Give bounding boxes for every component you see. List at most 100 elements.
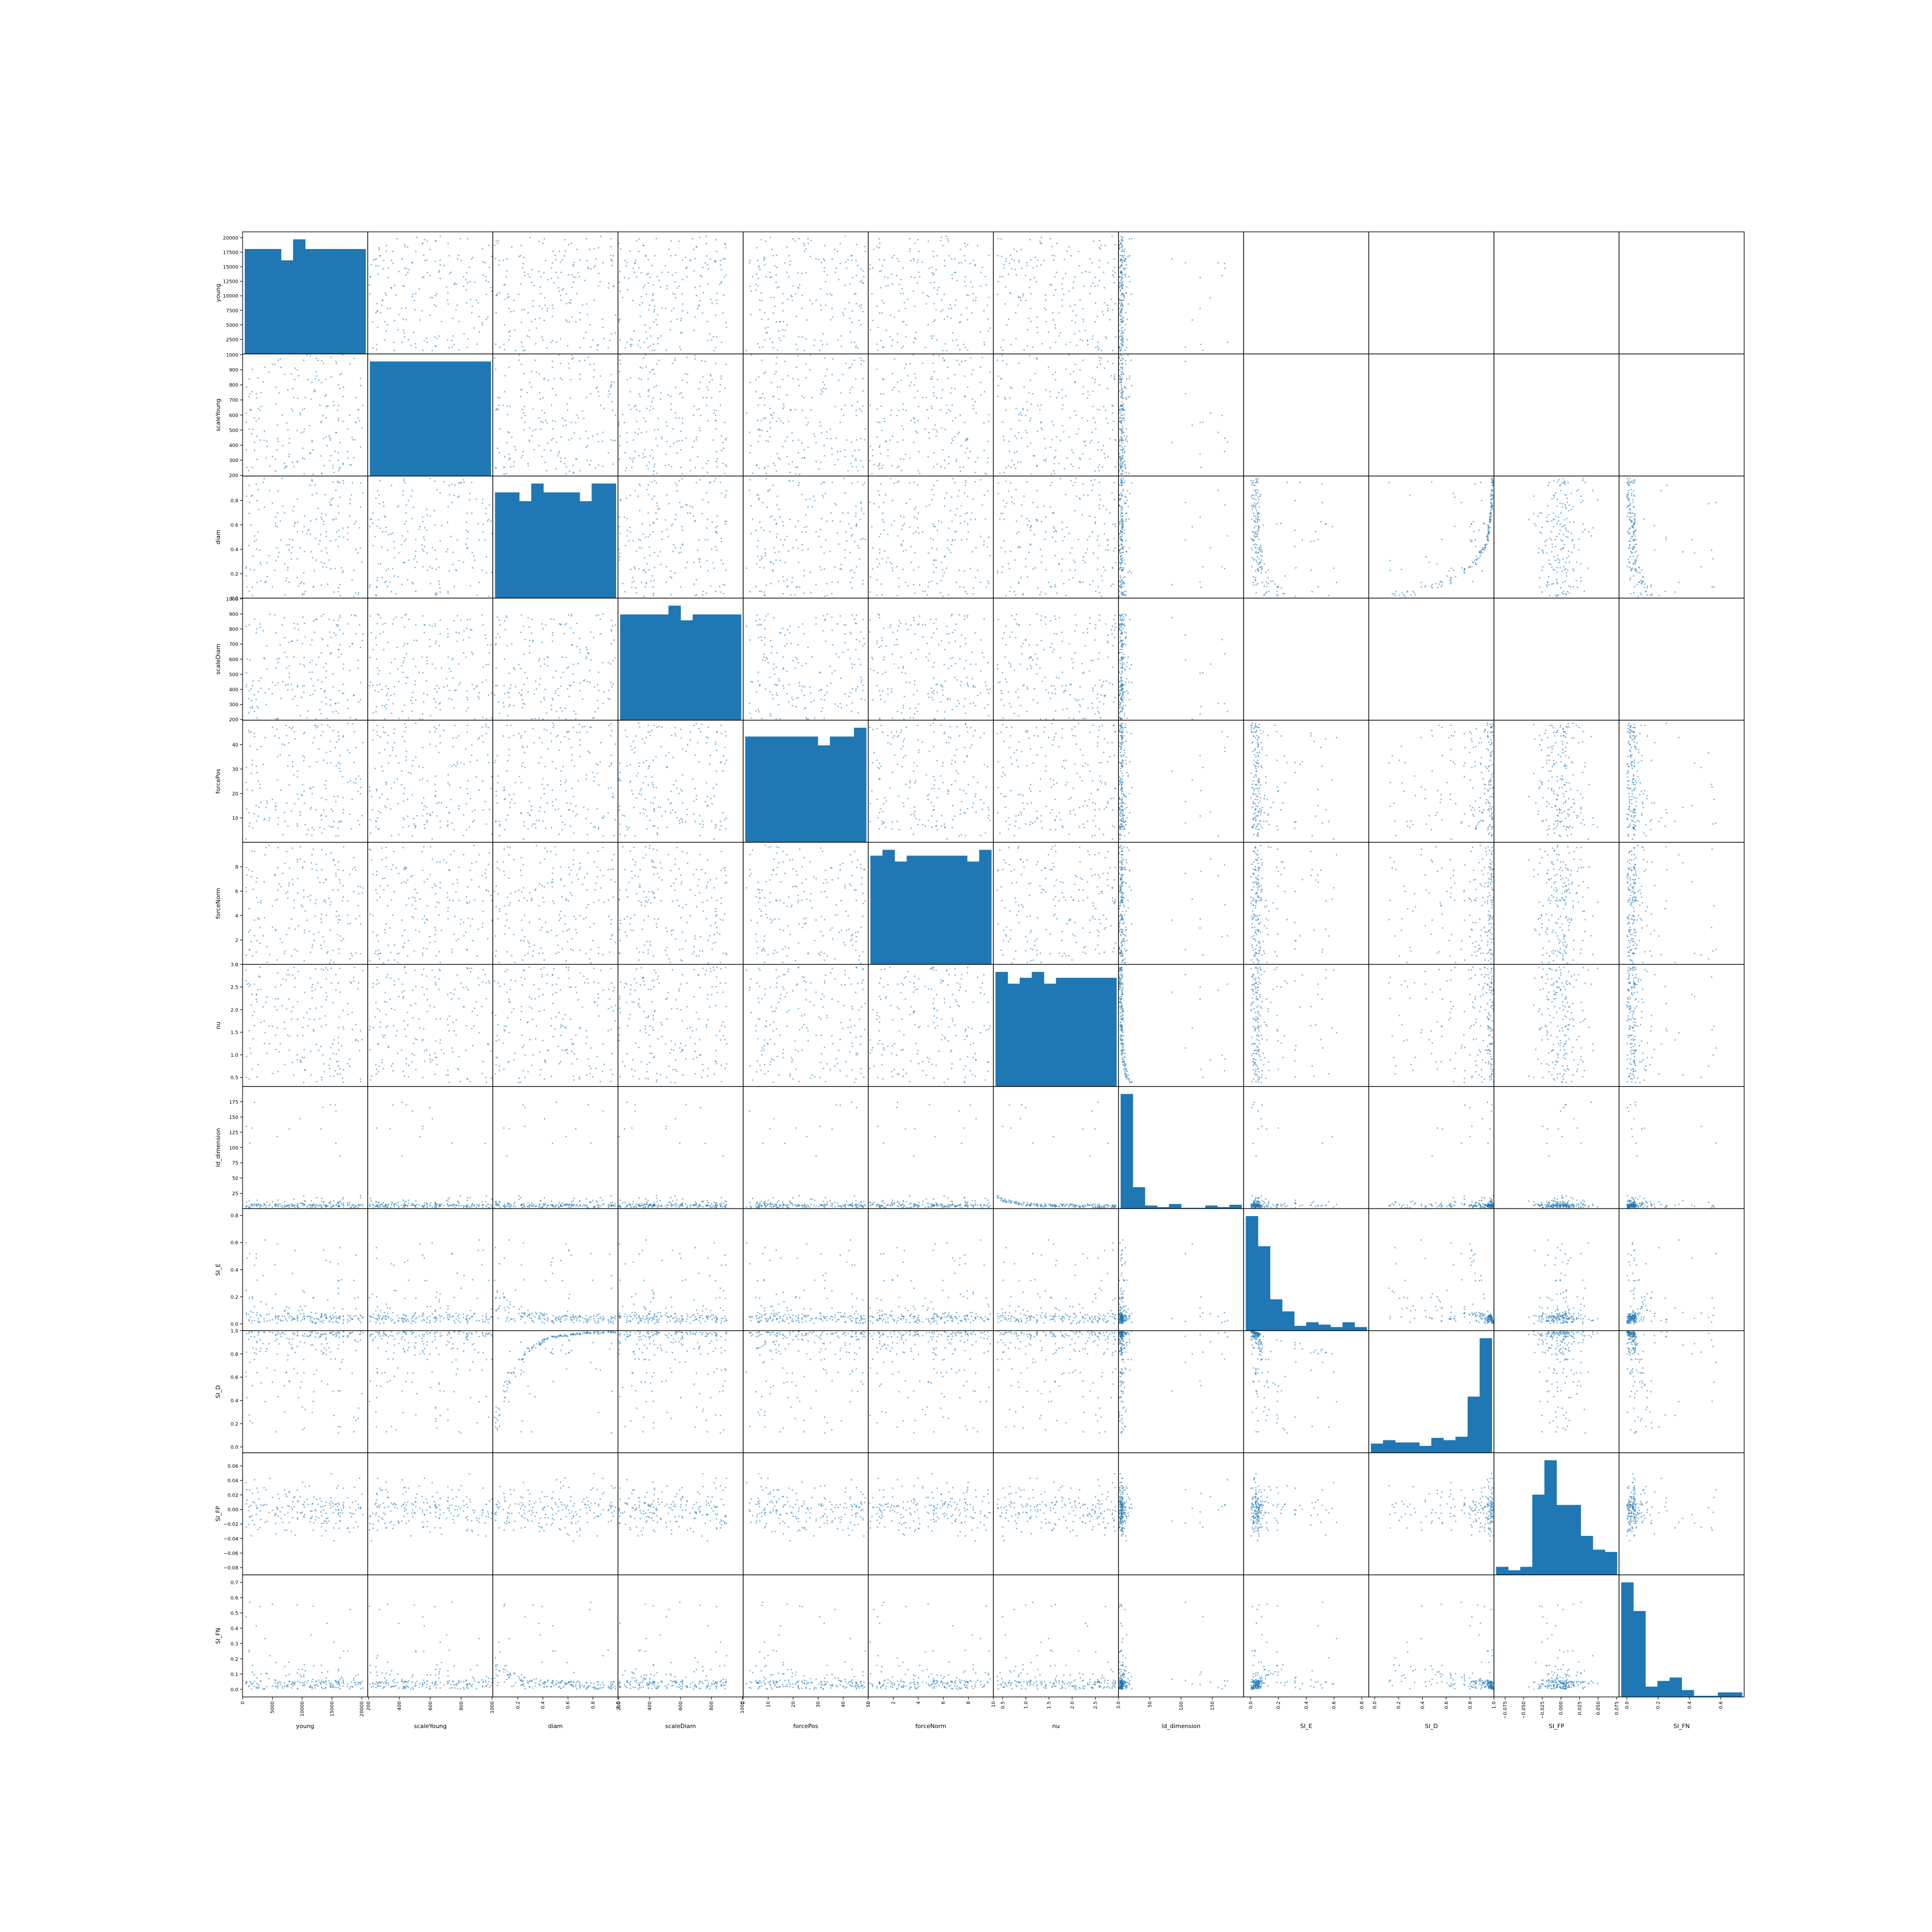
scatter-point xyxy=(902,403,904,405)
scatter-point xyxy=(715,260,716,261)
scatter-point xyxy=(955,460,957,462)
scatter-point xyxy=(382,300,383,302)
scatter-point xyxy=(987,457,989,459)
scatter-point xyxy=(254,569,255,571)
scatter-point xyxy=(831,374,833,376)
scatter-point xyxy=(930,282,932,283)
scatter-point xyxy=(815,258,817,260)
scatter-point xyxy=(672,274,674,276)
scatter-point xyxy=(361,561,363,563)
scatter-point xyxy=(941,237,942,238)
scatter-point xyxy=(577,417,579,419)
scatter-point xyxy=(848,367,850,369)
scatter-point xyxy=(429,248,431,250)
scatter-point xyxy=(771,248,773,250)
scatter-point xyxy=(522,263,524,265)
scatter-point xyxy=(434,304,435,306)
scatter-point xyxy=(723,448,724,449)
scatter-point xyxy=(355,521,357,522)
scatter-point xyxy=(1052,312,1053,314)
scatter-point xyxy=(761,360,763,361)
scatter-point xyxy=(631,459,633,460)
scatter-point xyxy=(774,305,776,307)
scatter-point xyxy=(391,260,392,261)
scatter-point xyxy=(250,409,252,411)
scatter-point xyxy=(376,343,377,345)
scatter-point xyxy=(914,277,916,279)
scatter-point xyxy=(1075,414,1077,416)
scatter-point xyxy=(599,281,601,282)
scatter-point xyxy=(1089,458,1091,460)
scatter-point xyxy=(777,287,778,289)
scatter-point xyxy=(997,255,999,257)
scatter-point xyxy=(330,455,332,457)
scatter-point xyxy=(398,314,400,316)
scatter-point xyxy=(988,254,990,256)
scatter-point xyxy=(876,305,878,307)
scatter-point xyxy=(568,367,570,369)
scatter-point xyxy=(262,481,264,483)
scatter-point xyxy=(769,272,771,273)
scatter-point xyxy=(1107,308,1109,310)
scatter-point xyxy=(670,409,672,411)
scatter-point xyxy=(297,498,298,500)
scatter-point xyxy=(963,343,964,345)
scatter-point xyxy=(707,460,709,462)
scatter-point xyxy=(587,445,588,447)
scatter-point xyxy=(470,281,471,282)
scatter-point xyxy=(536,327,537,329)
scatter-point xyxy=(952,332,954,334)
scatter-point xyxy=(406,268,407,269)
scatter-point xyxy=(1125,258,1126,260)
scatter-point xyxy=(589,248,590,250)
scatter-point xyxy=(272,456,273,458)
scatter-point xyxy=(1070,342,1071,343)
scatter-point xyxy=(557,455,559,457)
scatter-point xyxy=(820,288,822,290)
scatter-point xyxy=(1126,339,1128,341)
scatter-point xyxy=(416,237,418,238)
scatter-point xyxy=(1118,298,1120,300)
scatter-point xyxy=(521,364,522,365)
scatter-point xyxy=(1035,257,1036,258)
scatter-point xyxy=(860,460,862,462)
scatter-point xyxy=(826,369,828,370)
scatter-point xyxy=(291,408,292,410)
scatter-point xyxy=(724,276,726,278)
scatter-point xyxy=(1126,318,1128,320)
scatter-point xyxy=(404,244,406,245)
scatter-point xyxy=(1131,294,1132,295)
scatter-point xyxy=(821,340,822,341)
scatter-point xyxy=(1009,263,1011,265)
scatter-point xyxy=(945,429,946,430)
scatter-point xyxy=(653,473,654,475)
scatter-point xyxy=(349,363,351,365)
scatter-point xyxy=(1131,385,1132,386)
scatter-point xyxy=(862,282,863,284)
scatter-point xyxy=(1128,397,1129,398)
scatter-point xyxy=(249,393,251,394)
scatter-point xyxy=(510,466,511,467)
scatter-point xyxy=(1120,473,1122,474)
scatter-point xyxy=(479,331,480,333)
scatter-point xyxy=(565,250,566,252)
scatter-point xyxy=(951,258,953,260)
scatter-point xyxy=(1082,319,1084,320)
scatter-point xyxy=(1083,441,1085,442)
scatter-point xyxy=(1124,414,1125,415)
scatter-point xyxy=(1026,432,1028,434)
scatter-point xyxy=(820,425,822,427)
scatter-point xyxy=(712,379,713,380)
scatter-point xyxy=(1119,363,1121,365)
scatter-point xyxy=(552,388,553,390)
scatter-point xyxy=(339,374,341,376)
scatter-point xyxy=(1040,243,1041,244)
scatter-point xyxy=(943,319,945,320)
scatter-point xyxy=(887,285,889,287)
scatter-point xyxy=(1087,420,1088,422)
scatter-point xyxy=(1037,405,1038,406)
scatter-point xyxy=(933,321,935,323)
scatter-point xyxy=(777,453,778,455)
scatter-point xyxy=(582,410,583,412)
scatter-point xyxy=(259,562,261,564)
